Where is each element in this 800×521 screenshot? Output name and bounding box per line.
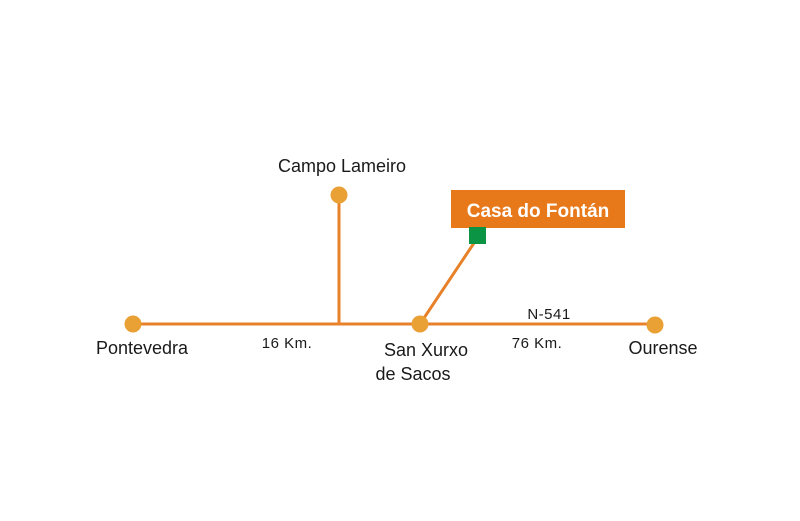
distance-west: 16 Km. xyxy=(262,335,313,352)
place-pontevedra: Pontevedra xyxy=(96,338,189,358)
road-name: N-541 xyxy=(527,306,570,323)
san-xurxo-node xyxy=(411,315,429,333)
destination-marker-icon xyxy=(469,227,486,244)
place-san-xurxo-line1: San Xurxo xyxy=(384,340,468,360)
distance-east: 76 Km. xyxy=(512,335,563,352)
destination-label-box xyxy=(451,190,625,228)
place-campo-lameiro: Campo Lameiro xyxy=(278,156,406,176)
pontevedra-node xyxy=(124,315,142,333)
ourense-node xyxy=(646,316,664,334)
campo-lameiro-node xyxy=(330,186,348,204)
place-san-xurxo-line2: de Sacos xyxy=(375,364,450,384)
access-road xyxy=(418,239,478,325)
destination-label: Casa do Fontán xyxy=(467,201,610,222)
place-ourense: Ourense xyxy=(628,338,697,358)
